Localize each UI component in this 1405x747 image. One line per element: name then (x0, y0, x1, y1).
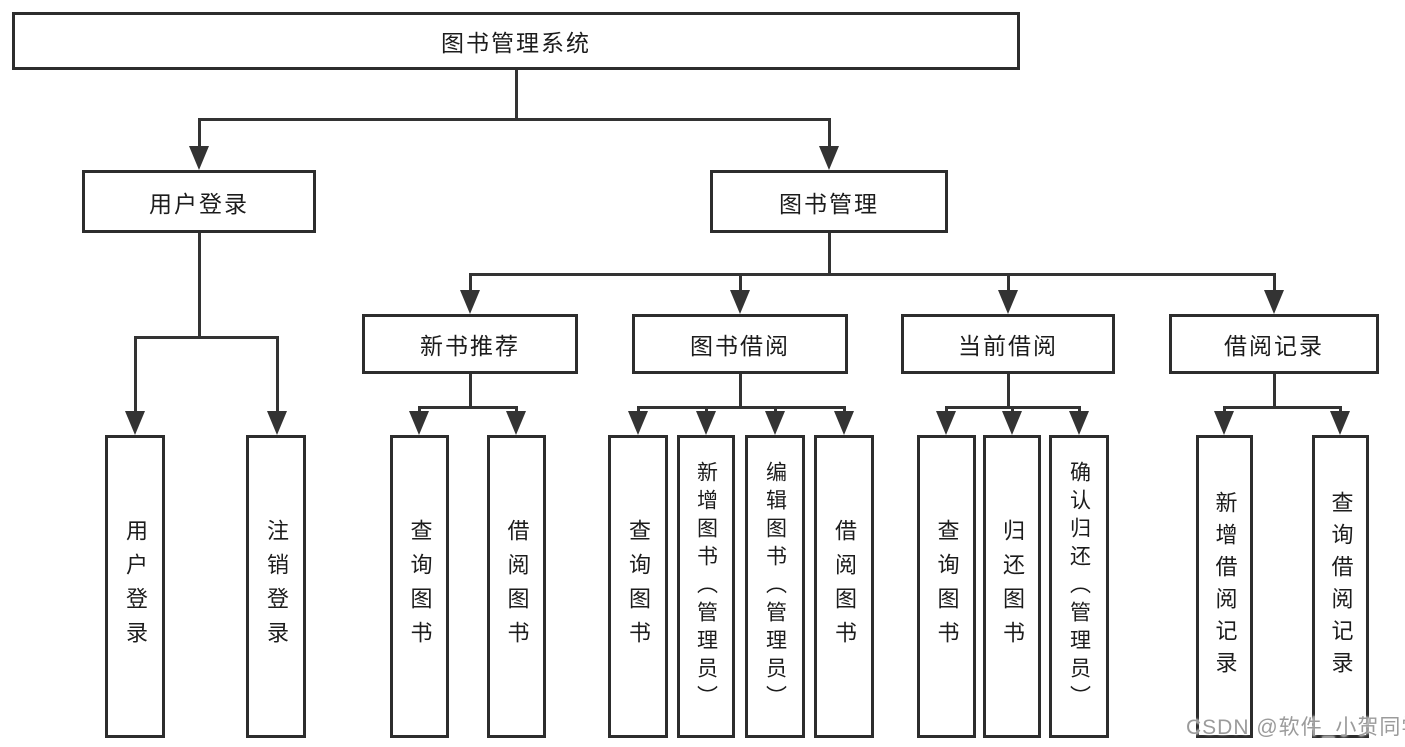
connector-book-borrow-rail (637, 406, 845, 409)
leaf-user-login: 用户登录 (105, 435, 165, 738)
leaf-return-books: 归还图书 (983, 435, 1041, 738)
connector-drop-user-login (198, 118, 201, 148)
watermark: CSDN @软件_小贺同学 (1186, 716, 1405, 739)
connector-drop-leaf-logout (276, 336, 279, 413)
arrowhead-leaf-logout-icon (267, 411, 287, 435)
arrowhead-new-book-rec-icon (460, 290, 480, 314)
connector-drop-borrow-records (1273, 273, 1276, 292)
connector-book-mgmt-rail (469, 273, 1276, 276)
leaf-confirm-return-admin: 确认归还（管理员） (1049, 435, 1109, 738)
leaf-query-books-current: 查询图书 (917, 435, 976, 738)
arrowhead-leaf-query-record-icon (1330, 411, 1350, 435)
node-borrow-records-label: 借阅记录 (1224, 333, 1324, 359)
arrowhead-current-borrow-icon (998, 290, 1018, 314)
connector-drop-current-borrow (1007, 273, 1010, 292)
leaf-borrow-books: 借阅图书 (814, 435, 874, 738)
connector-book-mgmt-stem (828, 233, 831, 273)
arrowhead-leaf-query-rec-icon (409, 411, 429, 435)
node-borrow-records: 借阅记录 (1169, 314, 1379, 374)
node-new-book-recommend: 新书推荐 (362, 314, 578, 374)
node-user-login: 用户登录 (82, 170, 316, 233)
connector-drop-leaf-query-bb (637, 406, 640, 413)
arrowhead-leaf-add-record-icon (1214, 411, 1234, 435)
node-root-label: 图书管理系统 (441, 30, 591, 56)
connector-borrow-records-stem (1273, 374, 1276, 406)
connector-root-rail (198, 118, 831, 121)
arrowhead-book-borrow-icon (730, 290, 750, 314)
connector-new-book-rec-rail (418, 406, 518, 409)
connector-user-login-rail (134, 336, 279, 339)
node-book-borrow-label: 图书借阅 (690, 333, 790, 359)
arrowhead-user-login-icon (189, 146, 209, 170)
node-book-management: 图书管理 (710, 170, 948, 233)
node-new-book-recommend-label: 新书推荐 (420, 333, 520, 359)
connector-drop-leaf-query-rec (418, 406, 421, 413)
leaf-borrow-books-recommend: 借阅图书 (487, 435, 546, 738)
arrowhead-leaf-edit-books-icon (765, 411, 785, 435)
arrowhead-leaf-return-icon (1002, 411, 1022, 435)
connector-drop-leaf-user-login (134, 336, 137, 413)
connector-drop-leaf-borrow-bb (843, 406, 846, 413)
leaf-add-borrow-record: 新增借阅记录 (1196, 435, 1253, 738)
leaf-add-borrow-record-label: 新增借阅记录 (1212, 490, 1238, 683)
connector-drop-book-borrow (739, 273, 742, 292)
connector-drop-book-mgmt (828, 118, 831, 148)
arrowhead-leaf-confirm-icon (1069, 411, 1089, 435)
connector-drop-leaf-return (1011, 406, 1014, 413)
leaf-add-books-admin: 新增图书（管理员） (677, 435, 735, 738)
leaf-borrow-books-recommend-label: 借阅图书 (504, 518, 530, 655)
node-book-management-label: 图书管理 (779, 190, 879, 217)
leaf-edit-books-admin: 编辑图书（管理员） (745, 435, 805, 738)
leaf-query-borrow-record-label: 查询借阅记录 (1328, 490, 1354, 683)
node-book-borrow: 图书借阅 (632, 314, 848, 374)
arrowhead-book-mgmt-icon (819, 146, 839, 170)
node-root: 图书管理系统 (12, 12, 1020, 70)
leaf-query-books-borrow: 查询图书 (608, 435, 668, 738)
connector-drop-leaf-edit-books (774, 406, 777, 413)
node-current-borrow-label: 当前借阅 (958, 333, 1058, 359)
leaf-query-books-recommend: 查询图书 (390, 435, 449, 738)
connector-drop-new-book-rec (469, 273, 472, 292)
arrowhead-leaf-user-login-icon (125, 411, 145, 435)
leaf-user-login-label: 用户登录 (123, 518, 148, 655)
arrowhead-leaf-add-books-icon (696, 411, 716, 435)
connector-drop-leaf-add-books (705, 406, 708, 413)
arrowhead-leaf-query-bb-icon (628, 411, 648, 435)
leaf-borrow-books-label: 借阅图书 (832, 518, 857, 655)
connector-user-login-stem (198, 233, 201, 336)
leaf-return-books-label: 归还图书 (1000, 518, 1025, 655)
arrowhead-leaf-borrow-bb-icon (834, 411, 854, 435)
leaf-logout: 注销登录 (246, 435, 306, 738)
connector-drop-leaf-confirm (1078, 406, 1081, 413)
leaf-edit-books-admin-label: 编辑图书（管理员） (763, 460, 787, 713)
connector-book-borrow-stem (739, 374, 742, 406)
leaf-confirm-return-admin-label: 确认归还（管理员） (1067, 460, 1091, 713)
leaf-query-borrow-record: 查询借阅记录 (1312, 435, 1369, 738)
connector-drop-leaf-query-cb (945, 406, 948, 413)
node-user-login-label: 用户登录 (149, 190, 249, 217)
connector-current-borrow-stem (1007, 374, 1010, 406)
leaf-query-books-recommend-label: 查询图书 (407, 518, 433, 655)
node-current-borrow: 当前借阅 (901, 314, 1115, 374)
connector-drop-leaf-borrow-rec (515, 406, 518, 413)
connector-root-stem (515, 70, 518, 118)
arrowhead-leaf-query-cb-icon (936, 411, 956, 435)
leaf-logout-label: 注销登录 (264, 518, 289, 655)
arrowhead-leaf-borrow-rec-icon (506, 411, 526, 435)
connector-drop-leaf-query-record (1339, 406, 1342, 413)
arrowhead-borrow-records-icon (1264, 290, 1284, 314)
connector-new-book-rec-stem (469, 374, 472, 406)
connector-drop-leaf-add-record (1223, 406, 1226, 413)
leaf-add-books-admin-label: 新增图书（管理员） (694, 460, 718, 713)
leaf-query-books-current-label: 查询图书 (934, 518, 960, 655)
connector-borrow-records-rail (1223, 406, 1342, 409)
leaf-query-books-borrow-label: 查询图书 (626, 518, 651, 655)
